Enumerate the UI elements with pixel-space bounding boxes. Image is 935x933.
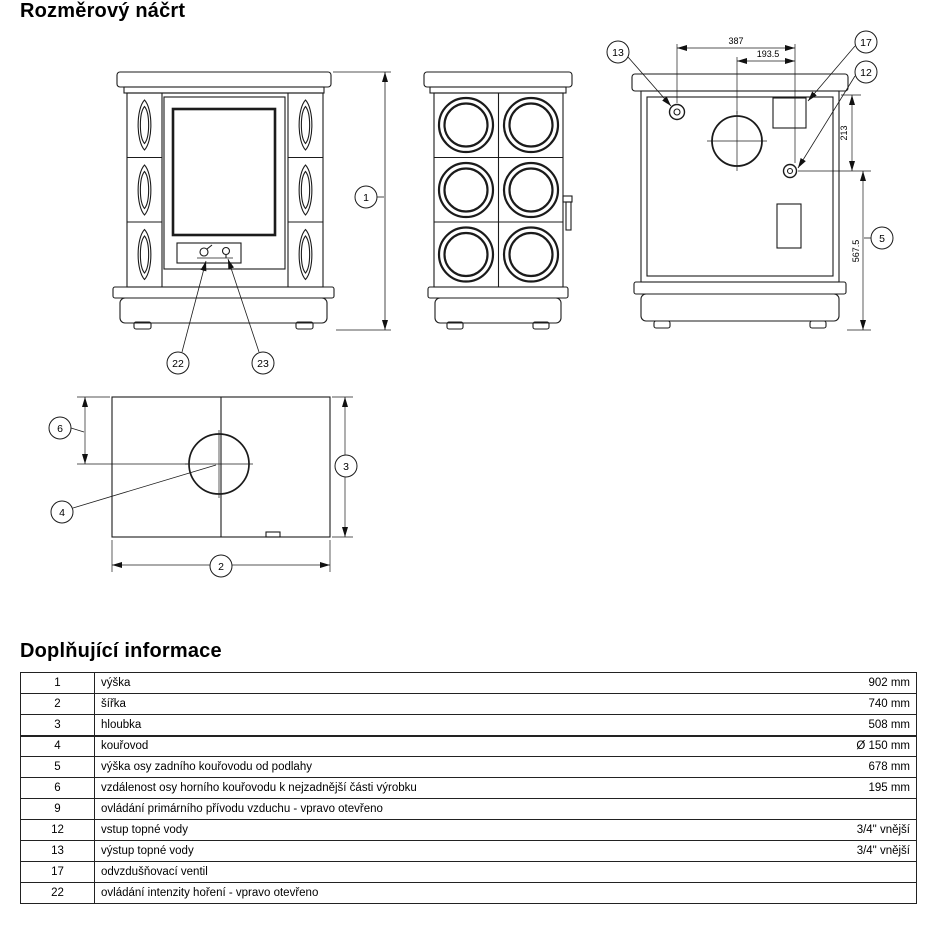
row-value: 508 mm — [868, 718, 910, 731]
svg-text:6: 6 — [57, 423, 63, 435]
row-description: ovládání intenzity hoření - vpravo otevř… — [101, 887, 319, 899]
door-glass — [171, 107, 277, 237]
air-control-knob — [199, 247, 209, 257]
row-value: 3/4" vnější — [856, 824, 910, 836]
svg-text:22: 22 — [172, 358, 184, 370]
dim-213: 213 — [839, 125, 849, 140]
stove-door — [163, 96, 286, 270]
row-description: vzdálenost osy horního kouřovodu k nejza… — [101, 782, 417, 794]
table-row: 9 ovládání primárního přívodu vzduchu - … — [20, 798, 917, 820]
row-number: 3 — [20, 714, 95, 736]
svg-text:2: 2 — [218, 561, 224, 573]
svg-text:5: 5 — [879, 233, 885, 245]
row-value: 678 mm — [868, 761, 910, 773]
callout-1: 1 — [354, 185, 378, 209]
callout-13: 13 — [606, 40, 630, 64]
table-row: 12 vstup topné vody 3/4" vnější — [20, 819, 917, 841]
callout-12: 12 — [854, 60, 878, 84]
back-base — [633, 281, 847, 329]
row-value: 902 mm — [868, 677, 910, 689]
svg-text:13: 13 — [612, 47, 624, 59]
control-panel — [176, 242, 242, 264]
callout-3: 3 — [334, 454, 358, 478]
height-dimension — [333, 71, 391, 331]
rear-access-plate — [776, 203, 802, 249]
row-description: ovládání primárního přívodu vzduchu - vp… — [101, 803, 383, 815]
back-dimensions — [676, 44, 871, 331]
row-description: kouřovod — [101, 740, 149, 753]
callout-5: 5 — [870, 226, 894, 250]
table-row: 1 výška 902 mm — [20, 672, 917, 694]
row-number: 2 — [20, 693, 95, 715]
side-base — [427, 286, 569, 330]
callout-2: 2 — [209, 554, 233, 578]
svg-text:17: 17 — [860, 37, 872, 49]
front-view — [112, 71, 391, 331]
row-description: šířka — [101, 698, 126, 710]
table-row: 22 ovládání intenzity hoření - vpravo ot… — [20, 882, 917, 904]
table-row: 2 šířka 740 mm — [20, 693, 917, 715]
info-section-title: Doplňující informace — [20, 640, 222, 662]
row-value: 195 mm — [868, 782, 910, 794]
row-number: 6 — [20, 777, 95, 799]
callout-17: 17 — [854, 30, 878, 54]
svg-text:4: 4 — [59, 507, 65, 519]
svg-text:12: 12 — [860, 67, 872, 79]
table-row: 13 výstup topné vody 3/4" vnější — [20, 840, 917, 862]
row-number: 1 — [20, 672, 95, 694]
row-number: 17 — [20, 861, 95, 883]
row-description: výstup topné vody — [101, 845, 194, 857]
front-base — [112, 286, 335, 330]
svg-text:1: 1 — [363, 192, 369, 204]
table-row: 6 vzdálenost osy horního kouřovodu k nej… — [20, 777, 917, 799]
row-number: 22 — [20, 882, 95, 904]
svg-text:3: 3 — [343, 461, 349, 473]
callout-23: 23 — [251, 351, 275, 375]
svg-text:23: 23 — [257, 358, 269, 370]
row-description: vstup topné vody — [101, 824, 188, 836]
row-description: odvzdušňovací ventil — [101, 866, 208, 878]
water-inlet-fitting — [782, 163, 798, 179]
row-value: Ø 150 mm — [856, 740, 910, 753]
dim-567-5: 567.5 — [851, 240, 861, 263]
dimensional-drawing: 387 193.5 213 567.5 1 22 23 13 — [48, 30, 894, 578]
top-view — [77, 396, 353, 572]
row-number: 13 — [20, 840, 95, 862]
top-dimensions — [77, 396, 353, 572]
row-value: 740 mm — [868, 698, 910, 710]
callout-balloons: 1 22 23 13 17 12 — [48, 30, 894, 578]
table-row: 4 kouřovod Ø 150 mm — [20, 734, 917, 757]
callout-22: 22 — [166, 351, 190, 375]
table-row: 5 výška osy zadního kouřovodu od podlahy… — [20, 756, 917, 778]
info-table-container: 1 výška 902 mm 2 šířka 740 mm 3 hloubka 508… — [20, 672, 917, 904]
back-view — [631, 44, 871, 331]
info-table: 1 výška 902 mm 2 šířka 740 mm 3 hloubka 508… — [20, 672, 917, 904]
rear-notch — [265, 531, 281, 538]
callout-leaders — [70, 45, 871, 509]
door-handle — [562, 195, 573, 231]
dim-387: 387 — [728, 36, 743, 46]
page-title: Rozměrový náčrt — [20, 0, 186, 22]
burn-control-knob — [221, 246, 231, 256]
vent-valve-plate — [772, 97, 807, 129]
side-view — [423, 71, 573, 330]
row-description: výška — [101, 677, 131, 689]
callout-4: 4 — [50, 500, 74, 524]
row-value: 3/4" vnější — [856, 845, 910, 857]
row-number: 5 — [20, 756, 95, 778]
row-description: hloubka — [101, 718, 142, 731]
table-row: 17 odvzdušňovací ventil — [20, 861, 917, 883]
row-number: 4 — [20, 734, 95, 757]
table-row: 3 hloubka 508 mm — [20, 714, 917, 736]
row-number: 9 — [20, 798, 95, 820]
dim-193-5: 193.5 — [757, 49, 780, 59]
water-outlet-fitting — [668, 103, 686, 121]
row-number: 12 — [20, 819, 95, 841]
callout-6: 6 — [48, 416, 72, 440]
row-description: výška osy zadního kouřovodu od podlahy — [101, 761, 312, 773]
